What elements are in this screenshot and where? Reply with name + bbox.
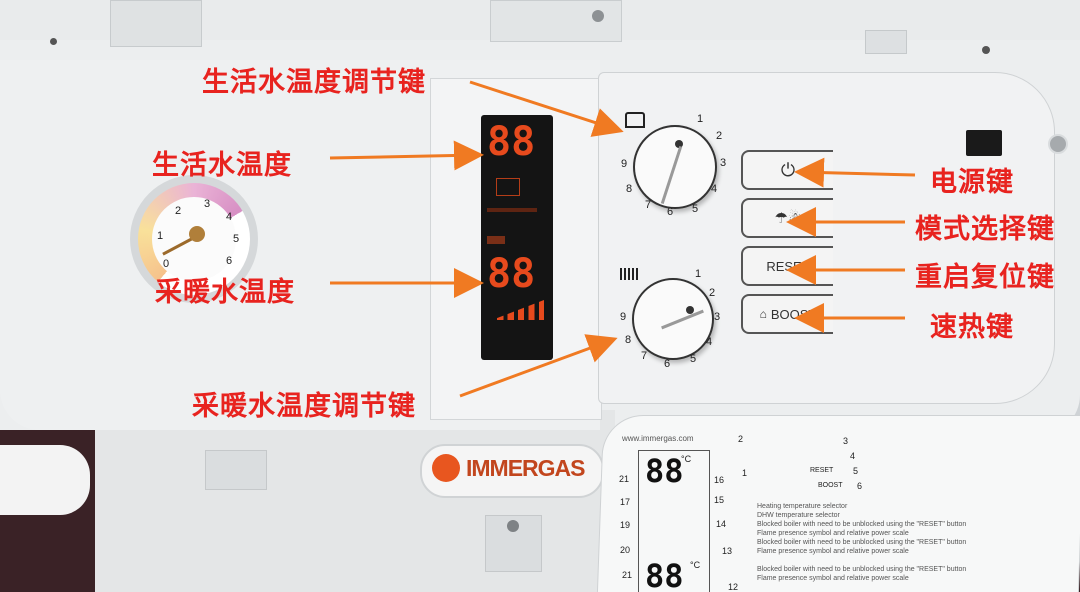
manual-line-5: Blocked boiler with need to be unblocked… xyxy=(757,539,967,546)
brand-flame-icon xyxy=(432,454,460,482)
manual-line-4: Flame presence symbol and relative power… xyxy=(757,530,909,537)
dhw-scale-8: 8 xyxy=(626,183,633,195)
heating-scale-9: 9 xyxy=(620,311,627,323)
manual-display-digits: 88 xyxy=(645,452,684,490)
gauge-tick-5: 5 xyxy=(233,233,240,245)
heating-scale-8: 8 xyxy=(625,334,632,346)
callout-dhw-temp: 生活水温度 xyxy=(152,150,292,181)
manual-num-4: 4 xyxy=(850,451,856,461)
gauge-tick-4: 4 xyxy=(226,211,233,223)
callout-mode: 模式选择键 xyxy=(915,214,1055,245)
manual-num-16: 16 xyxy=(714,475,725,485)
lower-screw xyxy=(507,520,519,532)
heating-knob-dot xyxy=(686,306,694,314)
dhw-scale-7: 7 xyxy=(645,199,652,211)
dhw-scale-6: 6 xyxy=(667,206,674,218)
manual-num-12: 12 xyxy=(728,582,739,592)
radiator-icon xyxy=(620,268,638,280)
dhw-scale-3: 3 xyxy=(720,157,727,169)
heating-scale-5: 5 xyxy=(690,353,697,365)
manual-line-8: Flame presence symbol and relative power… xyxy=(757,575,909,582)
manual-line-7: Blocked boiler with need to be unblocked… xyxy=(757,566,967,573)
manual-num-20: 20 xyxy=(620,545,631,555)
callout-power: 电源键 xyxy=(930,167,1014,198)
dhw-tap-icon xyxy=(625,112,645,128)
manual-num-18: 17 xyxy=(620,497,631,507)
dhw-scale-2: 2 xyxy=(716,130,723,142)
left-pipe xyxy=(0,445,90,515)
manual-line-2: DHW temperature selector xyxy=(757,512,840,519)
manual-num-19: 19 xyxy=(620,520,631,530)
manual-display-digits-lower: 88 xyxy=(645,557,684,592)
heating-scale-2: 2 xyxy=(709,287,716,299)
lcd-upper-digits: 88 xyxy=(487,119,536,165)
arrow-heating-knob xyxy=(459,334,618,398)
lcd-segment-bar-2 xyxy=(487,236,505,244)
heating-temperature-knob[interactable] xyxy=(632,278,714,360)
dhw-scale-1: 1 xyxy=(697,113,704,125)
dhw-scale-5: 5 xyxy=(692,203,699,215)
manual-num-13: 13 xyxy=(722,546,733,556)
gauge-tick-0: 0 xyxy=(163,258,170,270)
callout-dhw-temp-knob: 生活水温度调节键 xyxy=(202,67,426,98)
lcd-flame-icon xyxy=(496,178,520,196)
manual-num-3: 3 xyxy=(843,436,849,446)
lower-clip-left xyxy=(205,450,267,490)
callout-heating-temp-knob: 采暖水温度调节键 xyxy=(192,391,416,422)
screw-top xyxy=(592,10,604,22)
gauge-tick-2: 2 xyxy=(175,205,182,217)
arrow-power xyxy=(794,157,916,188)
heating-scale-1: 1 xyxy=(695,268,702,280)
clip-right xyxy=(865,30,907,54)
manual-degree-unit-lower: °C xyxy=(690,560,701,570)
callout-heating-temp: 采暖水温度 xyxy=(155,277,295,308)
callout-boost: 速热键 xyxy=(930,312,1014,343)
manual-num-17: 21 xyxy=(619,474,630,484)
heating-scale-6: 6 xyxy=(664,358,671,370)
heating-scale-7: 7 xyxy=(641,350,648,362)
manual-num-2: 2 xyxy=(738,434,744,444)
heating-scale-4: 4 xyxy=(706,336,713,348)
manual-num-14: 14 xyxy=(716,519,727,529)
manual-url: www.immergas.com xyxy=(622,434,694,443)
manual-num-1: 1 xyxy=(742,468,748,478)
gauge-tick-3: 3 xyxy=(204,198,211,210)
panel-screw xyxy=(1048,134,1068,154)
gauge-tick-6: 6 xyxy=(226,255,233,267)
pressure-gauge-hub xyxy=(189,226,205,242)
manual-line-3: Blocked boiler with need to be unblocked… xyxy=(757,521,967,528)
manual-line-1: Heating temperature selector xyxy=(757,503,848,510)
heating-scale-3: 3 xyxy=(714,311,721,323)
callout-reset: 重启复位键 xyxy=(915,262,1055,293)
gauge-tick-1: 1 xyxy=(157,230,164,242)
manual-num-15: 15 xyxy=(714,495,725,505)
manual-display-frame xyxy=(638,450,710,592)
screw-right xyxy=(982,46,990,54)
manual-num-6: 6 xyxy=(857,481,863,491)
manual-reset-label: RESET xyxy=(810,467,834,474)
manual-line-6: Flame presence symbol and relative power… xyxy=(757,548,909,555)
power-switch-plug xyxy=(966,130,1002,156)
lcd-segment-bar xyxy=(487,208,537,212)
manual-boost-label: BOOST xyxy=(818,482,843,489)
dhw-scale-9: 9 xyxy=(621,158,628,170)
screw-left xyxy=(50,38,57,45)
arrow-dhw-knob xyxy=(469,80,624,137)
dhw-scale-4: 4 xyxy=(711,183,718,195)
manual-degree-unit: °C xyxy=(681,454,692,464)
manual-num-5: 5 xyxy=(853,466,859,476)
top-bracket xyxy=(110,0,202,47)
arrow-dhw-temp xyxy=(329,140,484,171)
dhw-knob-dot xyxy=(675,140,683,148)
manual-num-21: 21 xyxy=(622,570,633,580)
power-icon: ⏻ xyxy=(780,159,796,180)
tap-icon: ⌂ xyxy=(759,307,767,321)
brand-name: IMMERGAS xyxy=(466,455,585,481)
lcd-lower-digits: 88 xyxy=(487,251,536,297)
